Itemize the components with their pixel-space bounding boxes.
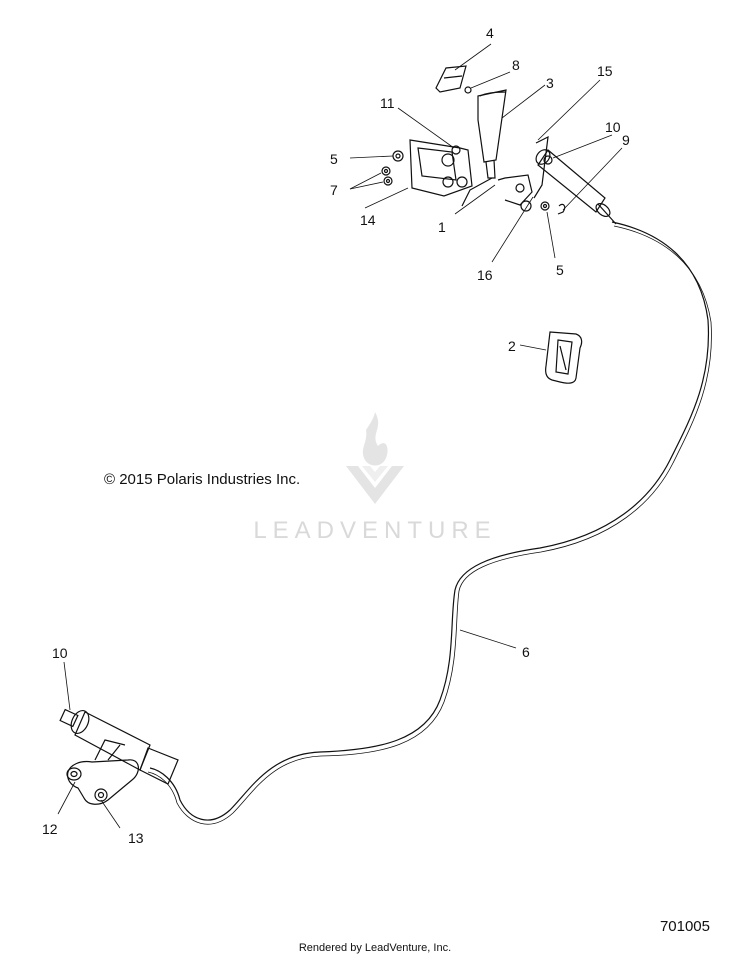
callout-13: 13 xyxy=(128,830,144,846)
callout-9: 9 xyxy=(622,132,630,148)
callout-2: 2 xyxy=(508,338,516,354)
callout-3: 3 xyxy=(546,75,554,91)
callout-5-left: 5 xyxy=(330,151,338,167)
pedal-pad xyxy=(545,331,583,384)
callout-10-lower: 10 xyxy=(52,645,68,661)
callout-16: 16 xyxy=(477,267,493,283)
callout-7: 7 xyxy=(330,182,338,198)
callout-6: 6 xyxy=(522,644,530,660)
callout-11: 11 xyxy=(380,95,395,111)
mount-bracket xyxy=(409,139,473,197)
callout-10-upper: 10 xyxy=(605,119,621,135)
callout-14: 14 xyxy=(360,212,376,228)
callout-15: 15 xyxy=(597,63,613,79)
callout-5-right: 5 xyxy=(556,262,564,278)
callout-8: 8 xyxy=(512,57,520,73)
cable-end-lower xyxy=(59,708,179,785)
shift-lever-assembly xyxy=(461,89,549,212)
lower-bracket xyxy=(66,739,139,805)
cable-end-upper xyxy=(535,149,617,225)
callout-4: 4 xyxy=(486,25,494,41)
callout-12: 12 xyxy=(42,821,58,837)
rendered-by-text: Rendered by LeadVenture, Inc. xyxy=(298,942,452,954)
diagram-number: 701005 xyxy=(659,918,710,935)
copyright-text: © 2015 Polaris Industries Inc. xyxy=(104,471,301,488)
knob xyxy=(435,65,472,94)
callout-1: 1 xyxy=(438,219,446,235)
leader-lines xyxy=(57,43,623,829)
cable-6 xyxy=(149,221,710,821)
hardware xyxy=(381,150,566,215)
